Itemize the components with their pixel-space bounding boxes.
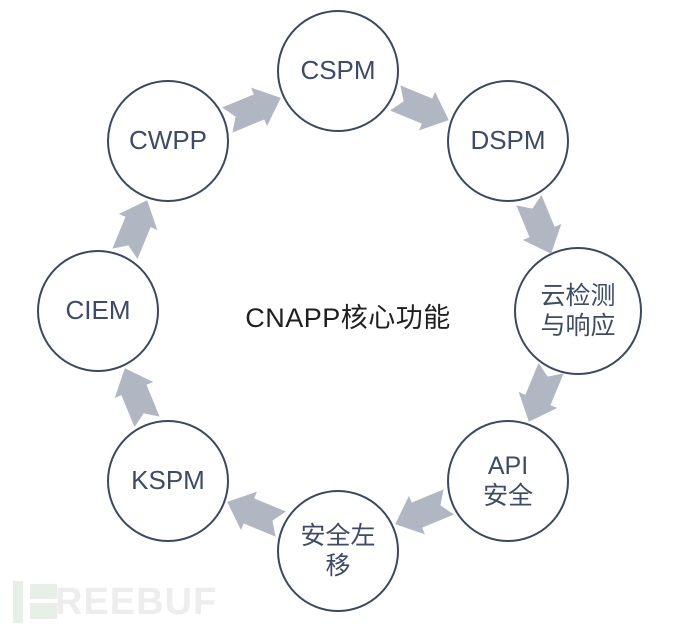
cycle-arrow-icon-shift-left-to-kspm xyxy=(219,482,289,545)
node-cspm: CSPM xyxy=(277,10,399,132)
node-cloud-detection-response-label: 云检测 与响应 xyxy=(540,281,616,341)
node-api-security-label: API 安全 xyxy=(482,451,533,511)
node-kspm: KSPM xyxy=(107,420,229,542)
cycle-arrow-icon-api-to-shift-left xyxy=(387,482,457,545)
diagram-title: CNAPP核心功能 xyxy=(245,303,451,333)
node-dspm-label: DSPM xyxy=(470,125,546,156)
cycle-arrow-icon-dspm-to-cloud xyxy=(509,192,572,262)
node-ciem: CIEM xyxy=(37,250,159,372)
cycle-arrow-icon-cspm-to-dspm xyxy=(387,78,457,141)
node-shift-left-security: 安全左 移 xyxy=(277,490,399,612)
node-api-security: API 安全 xyxy=(447,420,569,542)
node-dspm: DSPM xyxy=(447,80,569,202)
cycle-arrow-icon-kspm-to-ciem xyxy=(105,360,168,430)
cycle-arrow-icon-cloud-to-api xyxy=(509,360,572,430)
node-cspm-label: CSPM xyxy=(300,55,376,86)
freebuf-f-bars-icon xyxy=(30,603,57,619)
freebuf-watermark-text: REEBUF xyxy=(55,581,218,623)
node-cwpp-label: CWPP xyxy=(129,125,207,156)
freebuf-f-bars-icon xyxy=(30,584,57,599)
node-shift-left-security-label: 安全左 移 xyxy=(300,521,376,581)
freebuf-f-bars-icon xyxy=(13,581,23,623)
cycle-arrow-icon-ciem-to-cwpp xyxy=(105,192,168,262)
node-ciem-label: CIEM xyxy=(65,295,131,326)
node-cwpp: CWPP xyxy=(107,80,229,202)
node-kspm-label: KSPM xyxy=(131,465,205,496)
cycle-arrow-icon-cwpp-to-cspm xyxy=(219,78,289,141)
node-cloud-detection-response: 云检测 与响应 xyxy=(514,247,642,375)
